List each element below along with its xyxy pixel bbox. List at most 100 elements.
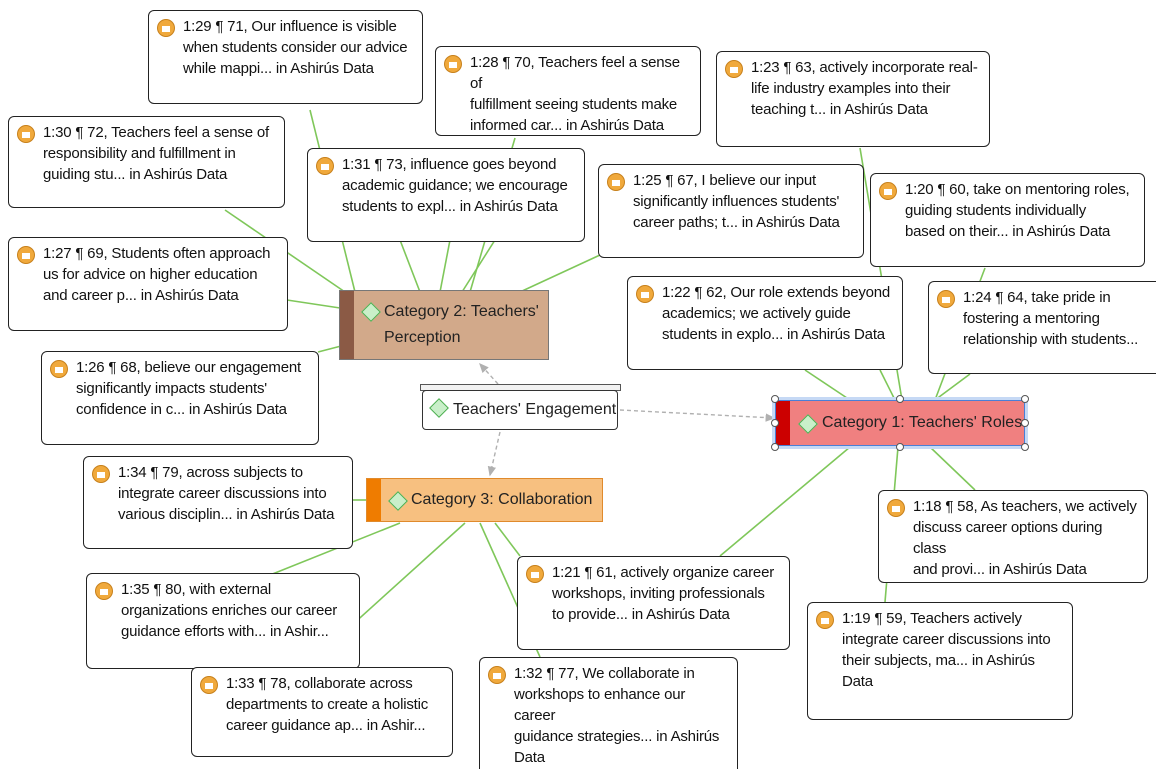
quotation-node-1-30[interactable]: 1:30 ¶ 72, Teachers feel a sense of resp… bbox=[8, 116, 285, 208]
quote-line: based on their... in Ashirús Data bbox=[905, 223, 1111, 240]
quotation-node-1-25[interactable]: 1:25 ¶ 67, I believe our input significa… bbox=[598, 164, 864, 258]
quotation-icon bbox=[526, 565, 544, 583]
quotation-node-1-35[interactable]: 1:35 ¶ 80, with external organizations e… bbox=[86, 573, 360, 669]
category-color-band bbox=[776, 401, 790, 445]
quote-line: departments to create a holistic bbox=[226, 696, 429, 713]
quotation-node-1-21[interactable]: 1:21 ¶ 61, actively organize career work… bbox=[517, 556, 790, 650]
quotation-node-1-28[interactable]: 1:28 ¶ 70, Teachers feel a sense of fulf… bbox=[435, 46, 701, 136]
code-diamond-icon bbox=[388, 491, 408, 511]
quote-line: 1:24 ¶ 64, take pride in bbox=[963, 289, 1111, 306]
quote-line: students in explo... in Ashirús Data bbox=[662, 326, 885, 343]
selection-handle[interactable] bbox=[1021, 419, 1029, 427]
quotation-icon bbox=[816, 611, 834, 629]
quotation-node-1-34[interactable]: 1:34 ¶ 79, across subjects to integrate … bbox=[83, 456, 353, 549]
quote-line: discuss career options during class bbox=[913, 519, 1103, 557]
category-3-node[interactable]: Category 3: Collaboration bbox=[366, 478, 603, 522]
selection-handle[interactable] bbox=[771, 419, 779, 427]
quote-line: career guidance ap... in Ashir... bbox=[226, 717, 426, 734]
quote-line: 1:33 ¶ 78, collaborate across bbox=[226, 675, 413, 692]
selection-handle[interactable] bbox=[771, 443, 779, 451]
quotation-icon bbox=[17, 246, 35, 264]
quotation-node-1-18[interactable]: 1:18 ¶ 58, As teachers, we actively disc… bbox=[878, 490, 1148, 583]
quotation-node-1-29[interactable]: 1:29 ¶ 71, Our influence is visible when… bbox=[148, 10, 423, 104]
quote-line: responsibility and fulfillment in bbox=[43, 145, 236, 162]
quotation-node-1-31[interactable]: 1:31 ¶ 73, influence goes beyond academi… bbox=[307, 148, 585, 242]
quote-line: relationship with students... bbox=[963, 331, 1139, 348]
quote-line: students to expl... in Ashirús Data bbox=[342, 198, 558, 215]
category-1-node[interactable]: Category 1: Teachers' Roles bbox=[775, 400, 1025, 446]
quote-line: 1:26 ¶ 68, believe our engagement bbox=[76, 359, 301, 376]
quotation-icon bbox=[92, 465, 110, 483]
quote-line: 1:30 ¶ 72, Teachers feel a sense of bbox=[43, 124, 269, 141]
quote-line: significantly influences students' bbox=[633, 193, 840, 210]
quote-line: 1:20 ¶ 60, take on mentoring roles, bbox=[905, 181, 1130, 198]
quote-line: 1:35 ¶ 80, with external bbox=[121, 581, 272, 598]
quotation-icon bbox=[725, 60, 743, 78]
quote-line: 1:21 ¶ 61, actively organize career bbox=[552, 564, 775, 581]
link-q21b-cat3 bbox=[494, 522, 521, 557]
selection-handle[interactable] bbox=[771, 395, 779, 403]
quote-line: fostering a mentoring bbox=[963, 310, 1100, 327]
category-label-line2: Perception bbox=[384, 329, 461, 346]
quote-line: academics; we actively guide bbox=[662, 305, 851, 322]
quote-line: workshops to enhance our career bbox=[514, 686, 686, 724]
quote-line: various disciplin... in Ashirús Data bbox=[118, 506, 335, 523]
quote-line: while mappi... in Ashirús Data bbox=[183, 60, 374, 77]
category-color-band bbox=[367, 479, 381, 521]
quote-line: significantly impacts students' bbox=[76, 380, 267, 397]
quotation-node-1-23[interactable]: 1:23 ¶ 63, actively incorporate real- li… bbox=[716, 51, 990, 147]
quote-line: when students consider our advice bbox=[183, 39, 408, 56]
quote-line: integrate career discussions into bbox=[118, 485, 327, 502]
quotation-node-1-27[interactable]: 1:27 ¶ 69, Students often approach us fo… bbox=[8, 237, 288, 331]
selection-handle[interactable] bbox=[896, 395, 904, 403]
quote-line: teaching t... in Ashirús Data bbox=[751, 101, 928, 118]
quotation-node-1-33[interactable]: 1:33 ¶ 78, collaborate across department… bbox=[191, 667, 453, 757]
quote-line: guiding students individually bbox=[905, 202, 1086, 219]
quotation-icon bbox=[316, 157, 334, 175]
quotation-node-1-19[interactable]: 1:19 ¶ 59, Teachers actively integrate c… bbox=[807, 602, 1073, 720]
quotation-icon bbox=[488, 666, 506, 684]
quote-line: guidance strategies... in Ashirús bbox=[514, 728, 720, 745]
link-q35-cat3 bbox=[269, 522, 401, 576]
quotation-icon bbox=[95, 582, 113, 600]
quote-line: 1:28 ¶ 70, Teachers feel a sense of bbox=[470, 54, 680, 92]
category-color-band bbox=[340, 291, 354, 359]
link-q31b-cat2 bbox=[439, 239, 451, 293]
quotation-node-1-20[interactable]: 1:20 ¶ 60, take on mentoring roles, guid… bbox=[870, 173, 1145, 267]
quotation-node-1-26[interactable]: 1:26 ¶ 68, believe our engagement signif… bbox=[41, 351, 319, 445]
quotation-node-1-24[interactable]: 1:24 ¶ 64, take pride in fostering a men… bbox=[928, 281, 1156, 374]
quote-line: life industry examples into their bbox=[751, 80, 951, 97]
quote-line: career paths; t... in Ashirús Data bbox=[633, 214, 840, 231]
quote-line: 1:22 ¶ 62, Our role extends beyond bbox=[662, 284, 891, 301]
quotation-node-1-22[interactable]: 1:22 ¶ 62, Our role extends beyond acade… bbox=[627, 276, 903, 370]
quotation-icon bbox=[887, 499, 905, 517]
core-to-cat3-arrow bbox=[487, 431, 501, 477]
link-q31c-cat2 bbox=[461, 239, 496, 293]
quote-line: academic guidance; we encourage bbox=[342, 177, 568, 194]
core-label: Teachers' Engagement bbox=[453, 401, 617, 418]
quote-line: organizations enriches our career bbox=[121, 602, 338, 619]
quote-line: and career p... in Ashirús Data bbox=[43, 287, 239, 304]
selection-handle[interactable] bbox=[1021, 395, 1029, 403]
code-diamond-icon bbox=[429, 398, 449, 418]
quotation-node-1-32[interactable]: 1:32 ¶ 77, We collaborate in workshops t… bbox=[479, 657, 738, 769]
code-diamond-icon bbox=[361, 302, 381, 322]
core-code-node[interactable]: Teachers' Engagement bbox=[422, 390, 618, 430]
quotation-icon bbox=[636, 285, 654, 303]
selection-handle[interactable] bbox=[1021, 443, 1029, 451]
quote-line: confidence in c... in Ashirús Data bbox=[76, 401, 287, 418]
quotation-icon bbox=[200, 676, 218, 694]
link-q22b-cat1 bbox=[879, 369, 896, 401]
quote-line: 1:19 ¶ 59, Teachers actively bbox=[842, 610, 1022, 627]
quotation-icon bbox=[50, 360, 68, 378]
selection-handle[interactable] bbox=[896, 443, 904, 451]
quote-line: 1:27 ¶ 69, Students often approach bbox=[43, 245, 271, 262]
quote-line: 1:32 ¶ 77, We collaborate in bbox=[514, 665, 695, 682]
quotation-icon bbox=[607, 173, 625, 191]
quote-line: guiding stu... in Ashirús Data bbox=[43, 166, 228, 183]
category-2-node[interactable]: Category 2: Teachers' Perception bbox=[339, 290, 549, 360]
quotation-icon bbox=[879, 182, 897, 200]
quote-line: 1:29 ¶ 71, Our influence is visible bbox=[183, 18, 397, 35]
quote-line: 1:25 ¶ 67, I believe our input bbox=[633, 172, 817, 189]
